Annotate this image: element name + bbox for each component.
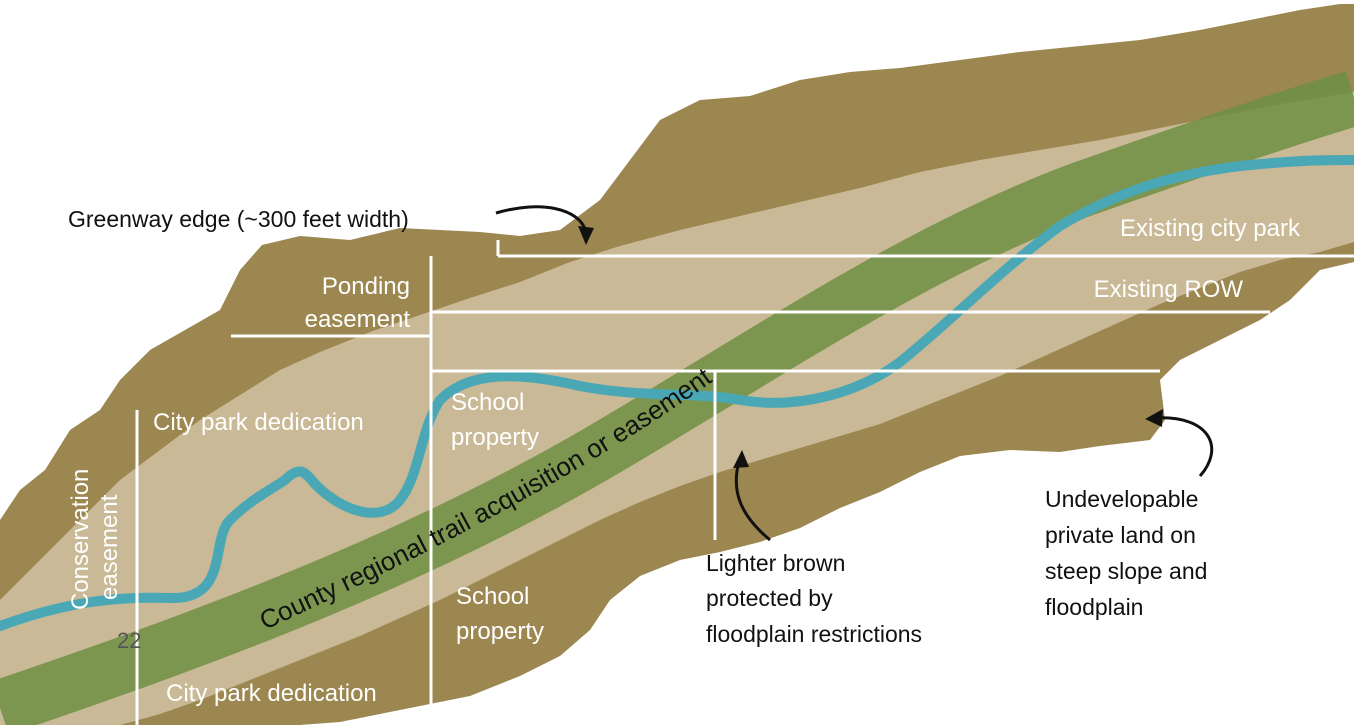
trail-band bbox=[0, 71, 1354, 725]
school-property-top-label-line2: property bbox=[451, 424, 539, 451]
lighter-brown-label-line2: protected by bbox=[706, 585, 833, 611]
conservation-easement-label-line2: easement bbox=[96, 494, 123, 600]
undevelopable-label-line4: floodplain bbox=[1045, 594, 1143, 620]
arrow-heads bbox=[578, 226, 1163, 468]
greenway-edge-label: Greenway edge (~300 feet width) bbox=[68, 206, 409, 232]
school-property-top-label-line1: School bbox=[451, 389, 524, 416]
ponding-easement-label-line2: easement bbox=[305, 306, 411, 333]
existing-city-park-label: Existing city park bbox=[1120, 215, 1301, 242]
lighter-brown-label-line3: floodplain restrictions bbox=[706, 621, 922, 647]
boundary-lines bbox=[135, 240, 1354, 725]
page-number: 22 bbox=[117, 628, 141, 653]
school-property-bottom-label-line1: School bbox=[456, 583, 529, 610]
greenway-edge-arrow bbox=[495, 205, 588, 233]
city-park-dedication-bottom-label: City park dedication bbox=[166, 680, 377, 707]
undevelopable-label-line2: private land on bbox=[1045, 522, 1196, 548]
school-property-bottom-label-line2: property bbox=[456, 618, 544, 645]
undevelopable-arrow bbox=[1154, 416, 1214, 477]
existing-row-label: Existing ROW bbox=[1094, 276, 1244, 303]
conservation-easement-label-line1: Conservation bbox=[67, 469, 94, 610]
lighter-brown-label-line1: Lighter brown bbox=[706, 550, 845, 576]
undevelopable-label-line1: Undevelopable bbox=[1045, 486, 1198, 512]
ponding-easement-label-line1: Ponding bbox=[322, 273, 410, 300]
undevelopable-label-line3: steep slope and bbox=[1045, 558, 1207, 584]
river bbox=[0, 155, 1354, 631]
city-park-dedication-top-label: City park dedication bbox=[153, 409, 364, 436]
